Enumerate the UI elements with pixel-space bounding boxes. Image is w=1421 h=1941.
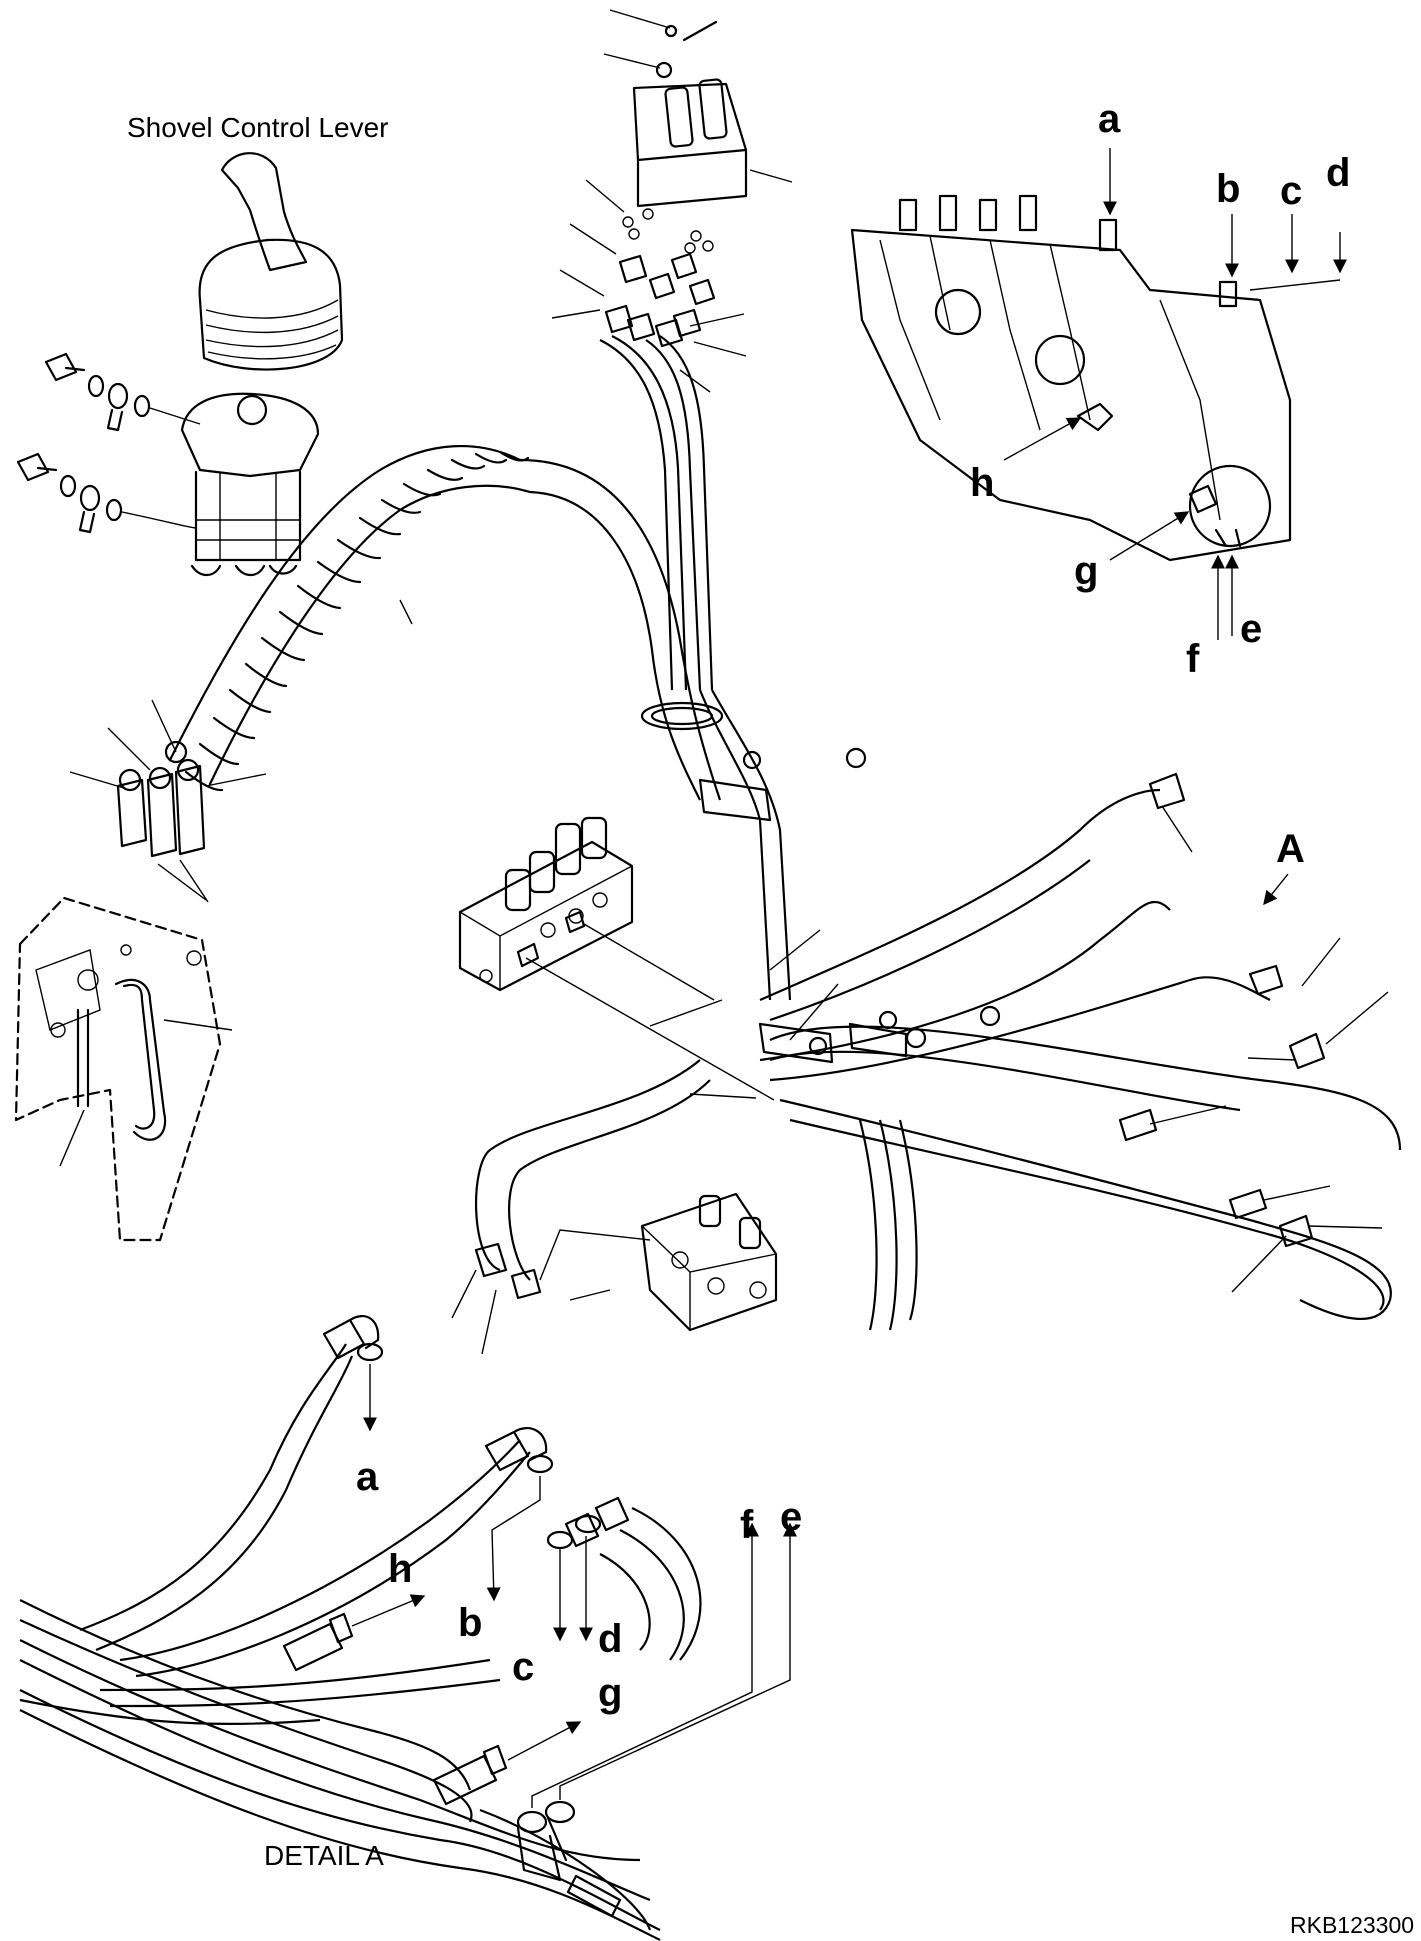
- detail-label-b: b: [458, 1601, 482, 1645]
- sleeve-rib: [358, 516, 402, 536]
- sleeve-rib: [244, 662, 288, 688]
- port-label-f: f: [1186, 637, 1200, 681]
- detail-a-hoses: [19, 1343, 702, 1941]
- port-label-c: c: [1280, 169, 1302, 213]
- bolt-washer-set-lower: [16, 452, 197, 534]
- mounting-bracket: [14, 896, 233, 1242]
- hose-routing-main: [451, 772, 1402, 1355]
- port-label-d: d: [1326, 151, 1350, 195]
- sleeve-rib: [212, 716, 256, 740]
- detail-label-h: h: [388, 1547, 412, 1591]
- port-label-e: e: [1240, 607, 1262, 651]
- sleeve-rib: [426, 468, 464, 481]
- port-label-b: b: [1216, 167, 1240, 211]
- port-label-g: g: [1074, 549, 1098, 593]
- junction-block: [458, 816, 775, 1101]
- title-label: Shovel Control Lever: [127, 112, 388, 143]
- port-label-a: a: [1098, 97, 1121, 141]
- grommet: [640, 701, 724, 731]
- main-control-valve: [850, 194, 1341, 562]
- detail-label-a: a: [356, 1455, 379, 1499]
- sleeve-rib: [498, 450, 530, 462]
- bolt-washer-set-upper: [44, 352, 201, 432]
- detail-label-e: e: [780, 1495, 802, 1539]
- detail-caption: DETAIL A: [264, 1840, 384, 1871]
- shovel-control-lever: [16, 152, 344, 577]
- detail-label-f: f: [740, 1503, 754, 1547]
- sleeve-rib: [474, 452, 508, 464]
- detail-a-reference-lines: [351, 1364, 797, 1808]
- port-label-h: h: [970, 461, 994, 505]
- auxiliary-valve-block: [539, 1192, 778, 1332]
- hose-clamp-1: [698, 750, 772, 822]
- hose-clamp-3: [848, 1010, 908, 1058]
- detail-label-c: c: [512, 1645, 534, 1689]
- sleeve-rib: [260, 636, 306, 662]
- detail-a-fittings: [282, 1315, 630, 1918]
- sleeve-rib: [316, 560, 362, 584]
- sleeve-rib: [450, 458, 486, 470]
- hose-bundle-upper: [519, 335, 792, 1001]
- sleeve-rib: [296, 584, 342, 610]
- detail-label-g: g: [598, 1671, 622, 1715]
- sleeve-rib: [336, 538, 382, 560]
- ppc-valve-block: [603, 9, 793, 208]
- nuts: [845, 747, 1001, 1049]
- sleeve-rib: [184, 770, 224, 792]
- hose-clamp-2: [758, 1022, 834, 1064]
- detail-label-d: d: [598, 1617, 622, 1661]
- valve-reference-lines: [1003, 148, 1347, 906]
- sleeve-rib: [228, 688, 272, 714]
- view-marker-a: A: [1276, 827, 1305, 871]
- lever-end-fittings: [69, 699, 267, 903]
- sleeve-rib: [380, 498, 422, 514]
- figure-code: RKB123300: [1290, 1912, 1414, 1938]
- sleeve-rib: [278, 610, 324, 636]
- sleeve-rib: [198, 742, 240, 766]
- o-rings-and-fittings: [551, 179, 747, 393]
- sleeve-rib: [402, 482, 442, 497]
- corrugated-hose-sleeve: [168, 444, 532, 792]
